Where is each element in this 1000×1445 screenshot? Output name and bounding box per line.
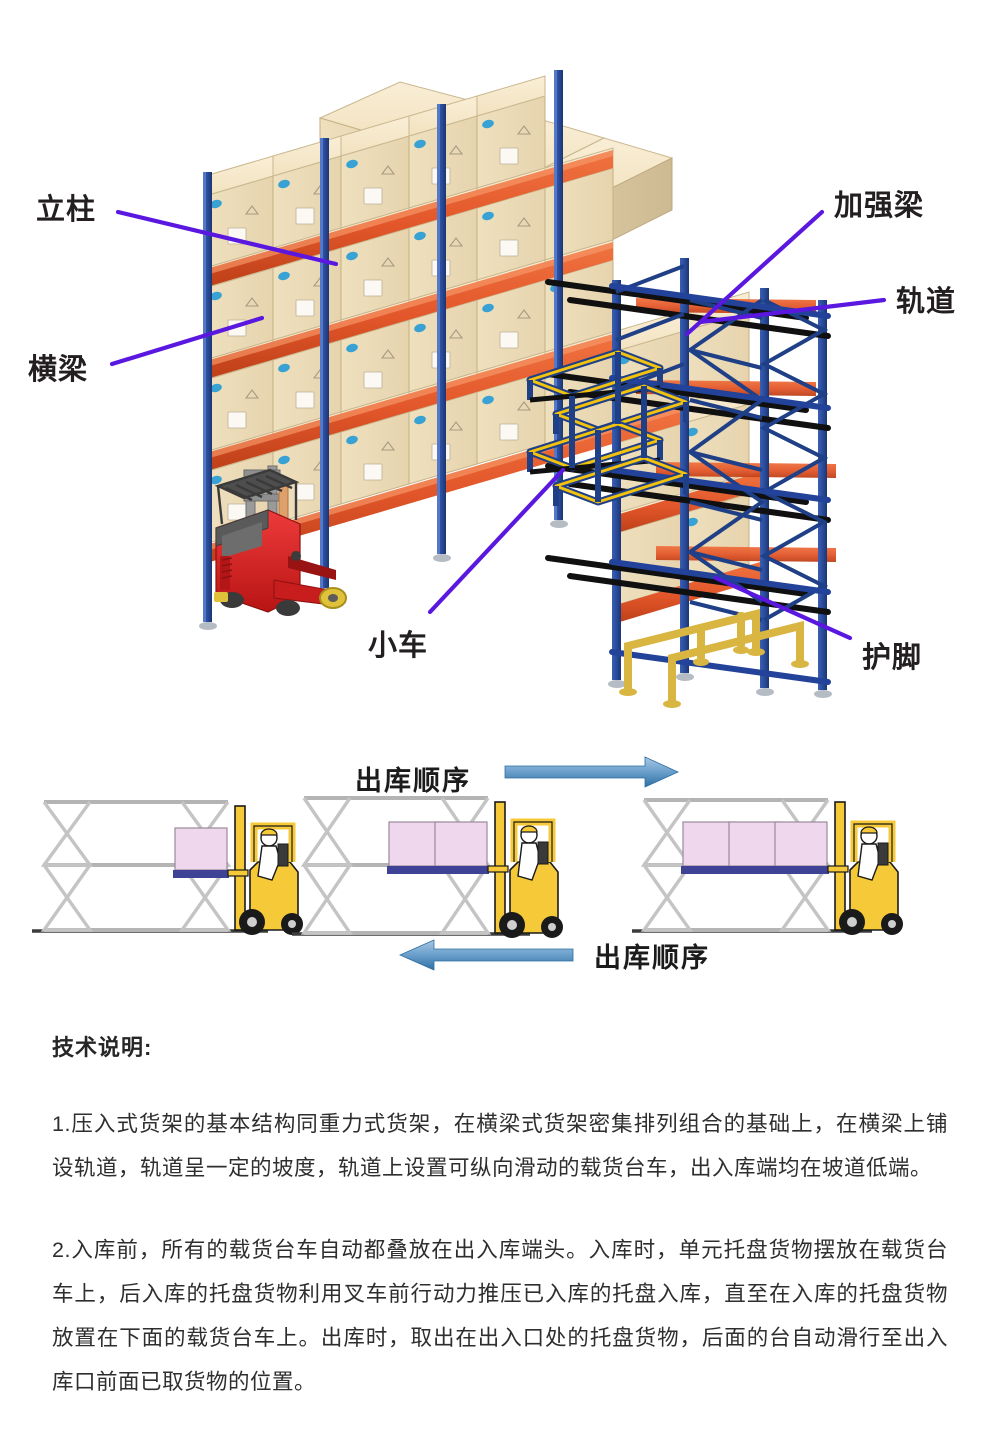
callout-leader-lines <box>109 209 887 641</box>
rack-upright-column <box>199 70 568 630</box>
leader-line-beam <box>109 315 265 367</box>
sequence-stage-1 <box>32 800 303 935</box>
callout-label-bracing-beam: 加强梁 <box>834 190 925 222</box>
track-rail <box>545 279 831 615</box>
outbound-sequence-drawing <box>32 756 903 971</box>
reach-truck-vehicle <box>214 465 347 616</box>
technical-note-paragraph-2: 2.入库前，所有的载货台车自动都叠放在出入库端头。入库时，单元托盘货物摆放在载货… <box>52 1238 948 1394</box>
technical-notes-section: 技术说明: 1.压入式货架的基本结构同重力式货架，在横梁式货架密集排列组合的基础… <box>0 1005 1000 1445</box>
rack-illustration-section: 立柱 横梁 加强梁 轨道 小车 护脚 <box>28 70 957 708</box>
callout-label-cart: 小车 <box>368 630 429 662</box>
leader-line-foot-guard <box>713 575 853 641</box>
foot-guard-rail <box>619 608 809 708</box>
leader-line-upright <box>115 209 339 267</box>
bracing-beam-lattice <box>615 264 829 622</box>
outbound-sequence-label-bottom: 出库顺序 <box>594 943 710 973</box>
callout-label-beam: 横梁 <box>28 354 89 386</box>
forklift-3 <box>827 801 903 935</box>
sequence-stage-2 <box>292 796 563 938</box>
callout-label-upright: 立柱 <box>36 194 97 226</box>
callout-label-rail: 轨道 <box>896 286 957 318</box>
leader-line-cart <box>427 467 566 615</box>
technical-notes-heading: 技术说明: <box>52 1035 153 1060</box>
sequence-stage-3 <box>632 798 903 935</box>
outbound-sequence-section: 出库顺序 出库顺序 <box>0 740 1000 1005</box>
outbound-arrow-right <box>504 756 679 788</box>
load-cart-assembly <box>526 348 690 506</box>
callout-label-foot-guard: 护脚 <box>862 642 923 674</box>
forklift-1 <box>227 805 303 935</box>
push-back-rack-3d-drawing <box>109 70 887 708</box>
leader-line-bracing-beam <box>684 209 825 337</box>
leader-line-rail <box>697 297 887 325</box>
rail-and-cart-module <box>526 258 832 708</box>
outbound-arrow-left <box>399 939 574 971</box>
outbound-sequence-label-top: 出库顺序 <box>355 766 471 796</box>
technical-note-paragraph-1: 1.压入式货架的基本结构同重力式货架，在横梁式货架密集排列组合的基础上，在横梁上… <box>52 1112 948 1180</box>
forklift-2 <box>487 801 563 938</box>
